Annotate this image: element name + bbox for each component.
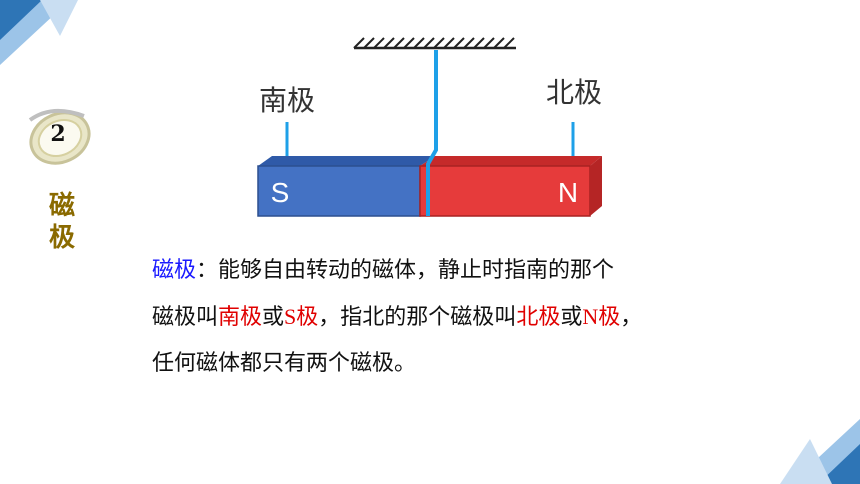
definition-text: 磁极：能够自由转动的磁体，静止时指南的那个 磁极叫南极或S极，指北的那个磁极叫北… [152,248,792,387]
definition-line-2: 磁极叫南极或S极，指北的那个磁极叫北极或N极， [152,294,792,341]
north-pole-label: 北极 [546,76,602,109]
corner-decoration-top-left [0,0,78,65]
text-segment: 或 [262,305,285,330]
text-segment: 或 [560,305,583,330]
south-pole-label: 南极 [259,84,315,117]
ceiling-support [353,37,516,50]
definition-line-3: 任何磁体都只有两个磁极。 [152,351,417,376]
north-pole-block [419,156,602,217]
text-segment: ， [620,305,643,330]
term-magnetic-pole: 磁极 [152,258,197,283]
south-pole-block [257,156,435,217]
south-letter: S [271,177,290,208]
highlight-north-pole: 北极 [516,305,561,330]
definition-line-1-rest: ：能够自由转动的磁体，静止时指南的那个 [196,258,615,283]
definition-line-1: 磁极：能够自由转动的磁体，静止时指南的那个 [152,248,792,294]
highlight-n-pole: N极 [582,304,621,329]
section-number-badge [28,108,91,165]
highlight-south-pole: 南极 [218,305,263,330]
north-letter: N [558,177,578,208]
magnet-diagram: 南极 北极 S N [257,37,602,217]
text-segment: 磁极叫 [152,305,219,330]
section-number: 2 [50,121,66,147]
highlight-s-pole: S极 [284,304,319,329]
hanging-string [426,50,438,216]
section-title: 磁极 [48,191,75,253]
corner-decoration-bottom-right [780,419,860,484]
text-segment: ，指北的那个磁极叫 [318,305,517,330]
